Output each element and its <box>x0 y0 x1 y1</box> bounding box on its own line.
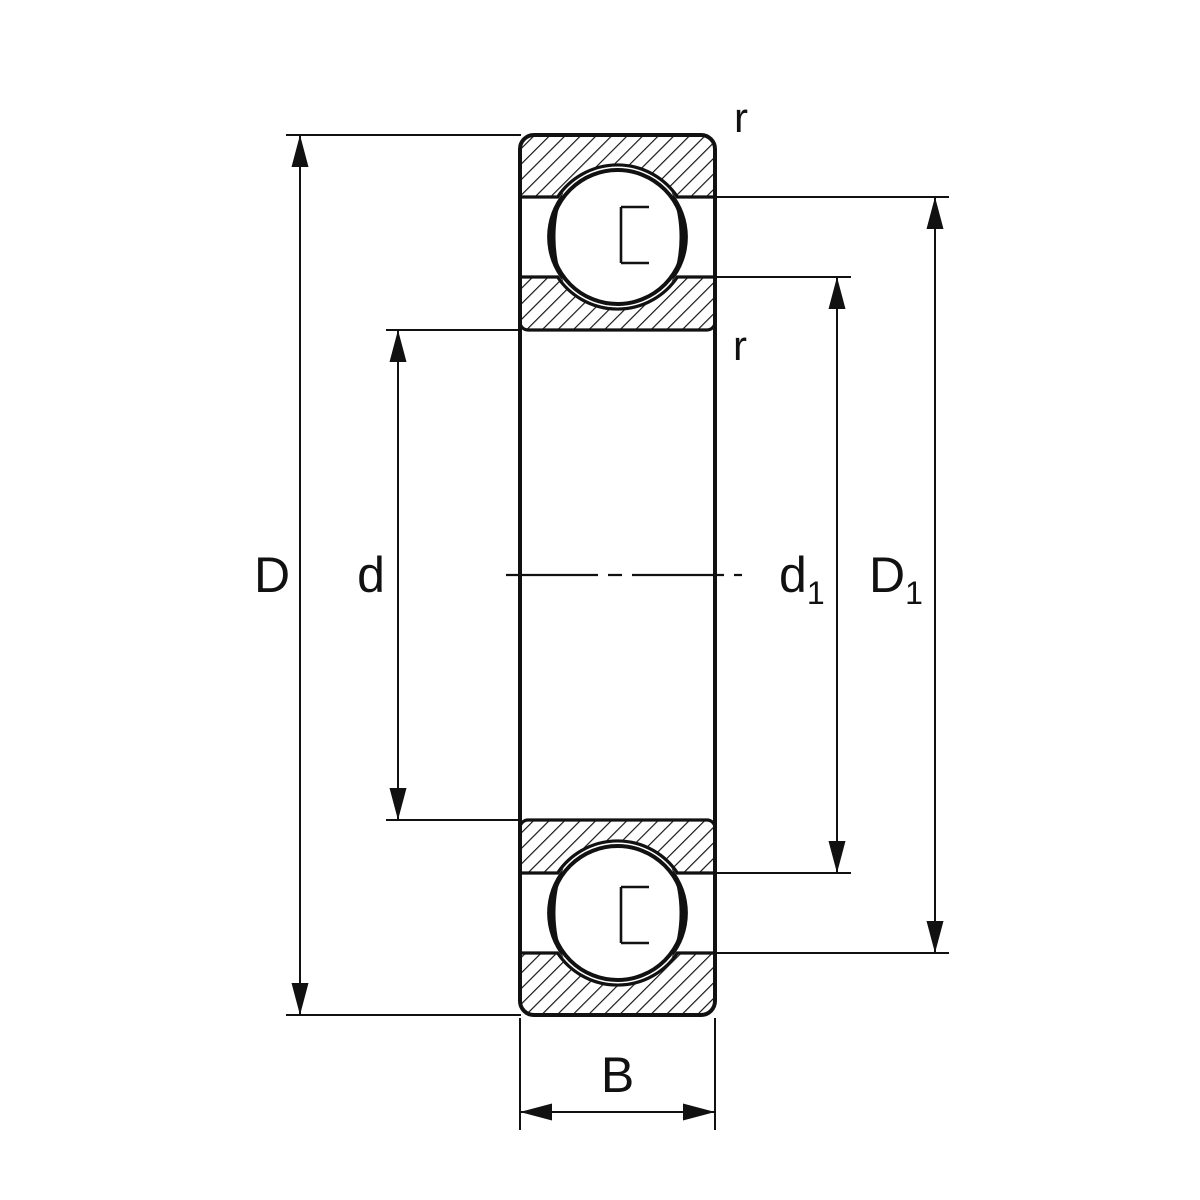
label-outer-shoulder-diameter: D1 <box>869 547 923 611</box>
arrowhead-down <box>828 841 846 873</box>
dimension-inner-shoulder-diameter: d1 <box>714 276 851 874</box>
ball-bottom <box>548 844 687 982</box>
cage-section-bottom <box>619 885 649 945</box>
label-width: B <box>601 1047 634 1103</box>
label-outer-diameter: D <box>254 547 290 603</box>
raceway-arc-bottom-right <box>671 868 688 958</box>
raceway-arc-top-left <box>547 192 564 282</box>
raceway-arc-bottom-left <box>547 868 564 958</box>
ball-top <box>548 168 687 306</box>
cage-section-top <box>619 205 649 265</box>
arrowhead-down <box>389 788 407 820</box>
outer-ring-top-section <box>518 133 717 199</box>
arrowhead-down <box>291 983 309 1015</box>
raceway-arc-top-right <box>671 192 688 282</box>
dimension-bore-diameter: d <box>357 329 521 821</box>
label-radius-outer-corner: r <box>734 94 748 141</box>
label-inner-shoulder-diameter: d1 <box>779 547 825 611</box>
arrowhead-up <box>926 197 944 229</box>
bearing-cross-section <box>506 133 742 1017</box>
arrowhead-up <box>291 135 309 167</box>
arrowhead-right <box>683 1103 715 1121</box>
arrowhead-left <box>520 1103 552 1121</box>
inner-ring-top-section <box>518 275 717 332</box>
arrowhead-down <box>926 921 944 953</box>
inner-ring-bottom-section <box>518 818 717 875</box>
arrowhead-up <box>389 330 407 362</box>
label-radius-inner-corner: r <box>733 322 747 369</box>
label-bore-diameter: d <box>357 547 385 603</box>
arrowhead-up <box>828 277 846 309</box>
dimension-width: B <box>519 1018 716 1130</box>
dimension-outer-diameter: D <box>254 134 521 1016</box>
dimension-outer-shoulder-diameter: D1 <box>714 196 949 954</box>
outer-ring-bottom-section <box>518 951 717 1017</box>
